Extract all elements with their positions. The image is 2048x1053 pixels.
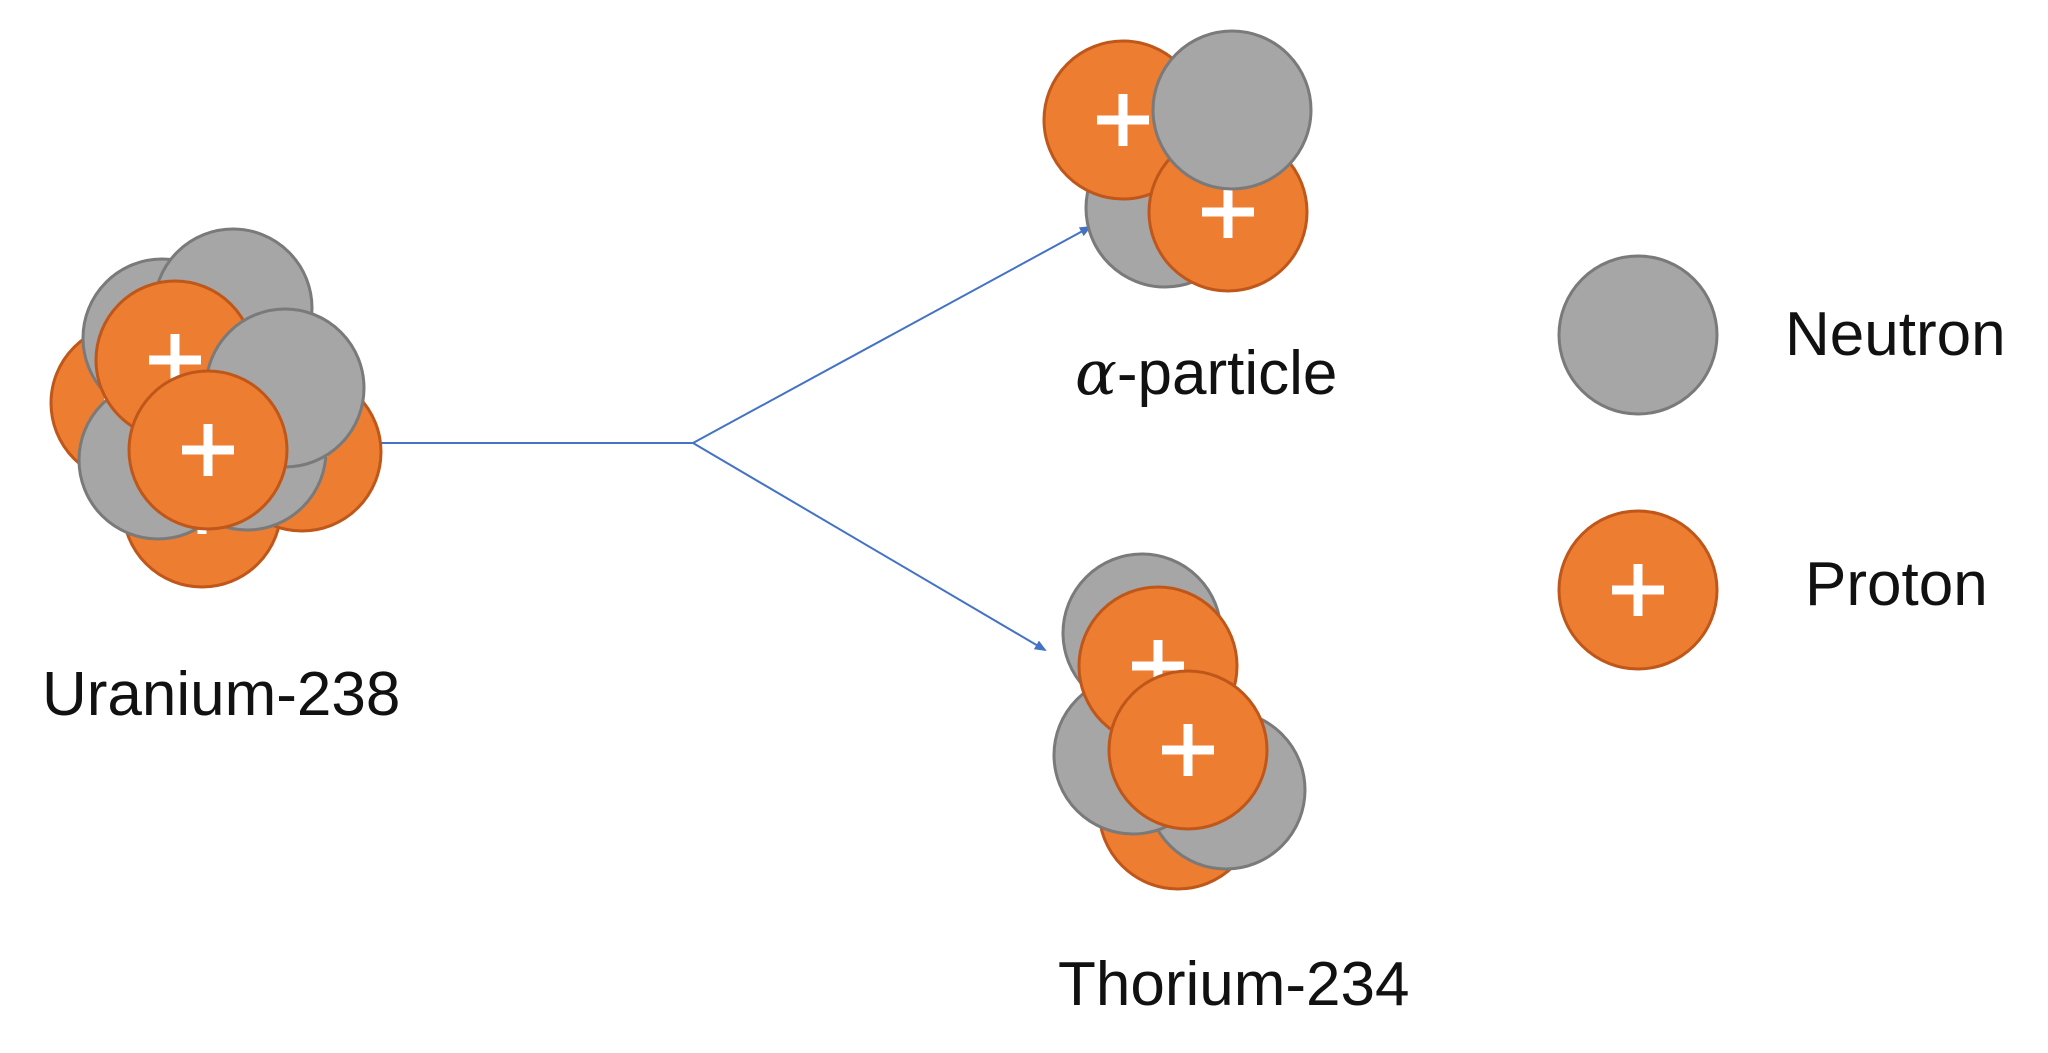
alpha-arrow (692, 226, 1092, 444)
alpha-particle-nucleus (1042, 29, 1313, 293)
plus-icon (1202, 186, 1254, 238)
uranium-238-nucleus (49, 227, 383, 589)
plus-icon (182, 424, 234, 476)
proton-circle (1107, 669, 1269, 831)
thorium-234-nucleus (1052, 552, 1307, 891)
legend-neutron-circle (1557, 254, 1719, 416)
plus-icon (1612, 564, 1664, 616)
legend-proton-label: Proton (1805, 550, 1988, 619)
legend-proton-icon (1557, 509, 1719, 671)
uranium-238-label: Uranium-238 (42, 660, 401, 729)
thorium-234-label: Thorium-234 (1058, 950, 1410, 1019)
alpha-particle-label: α-particle (1075, 342, 1337, 405)
legend-proton-circle (1557, 509, 1719, 671)
legend-neutron-label: Neutron (1785, 300, 2006, 369)
legend-neutron-icon (1557, 254, 1719, 416)
alpha-symbol: α (1075, 336, 1117, 409)
alpha-particle-suffix: -particle (1116, 339, 1338, 408)
plus-icon (1162, 724, 1214, 776)
decay-arrows (380, 226, 1092, 652)
plus-icon (1097, 94, 1149, 146)
neutron-circle (1151, 29, 1313, 191)
proton-circle (127, 369, 289, 531)
thorium-arrow (692, 442, 1047, 652)
